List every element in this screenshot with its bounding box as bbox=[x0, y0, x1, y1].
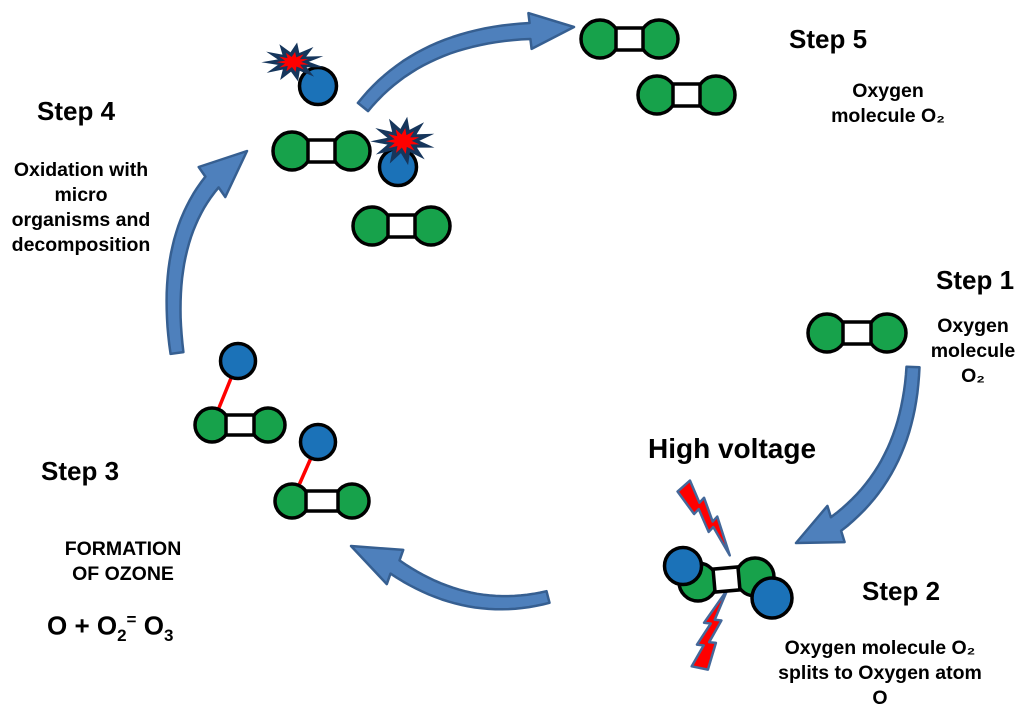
oxygen-atom bbox=[662, 545, 704, 587]
step5-description: Oxygen molecule O₂ bbox=[831, 80, 945, 127]
step2-title: Step 2 bbox=[862, 576, 941, 606]
oxygen-atom bbox=[638, 18, 680, 60]
arrow-step1-to-step2-icon bbox=[794, 365, 921, 545]
oxygen-atom bbox=[218, 341, 258, 381]
equation-equals: = bbox=[126, 610, 137, 629]
ozone-molecule bbox=[273, 422, 371, 520]
oxygen-atom-with-spark bbox=[261, 42, 339, 107]
step1-title: Step 1 bbox=[936, 265, 1015, 295]
arrow-step2-to-step3-icon bbox=[349, 544, 551, 611]
high-voltage-label: High voltage bbox=[648, 433, 817, 464]
oxygen-molecule bbox=[636, 74, 737, 116]
equation-subscript: 3 bbox=[163, 625, 174, 645]
oxygen-molecule bbox=[806, 312, 908, 354]
equation-subscript: 2 bbox=[117, 625, 127, 645]
oxygen-atom bbox=[333, 482, 371, 520]
oxygen-atom bbox=[806, 312, 848, 354]
oxygen-atom bbox=[330, 130, 372, 172]
oxygen-atom bbox=[410, 205, 452, 247]
oxygen-molecule bbox=[271, 130, 372, 172]
oxygen-atom bbox=[271, 130, 313, 172]
equation-part: O bbox=[136, 610, 164, 641]
arrow-step4-to-step5-icon bbox=[356, 11, 576, 113]
ozone-equation: O + O2= O3 bbox=[47, 610, 173, 646]
oxygen-atom bbox=[297, 65, 339, 107]
oxygen-atom bbox=[273, 482, 311, 520]
high-voltage-lightning bbox=[676, 479, 731, 671]
oxygen-atom bbox=[750, 576, 794, 620]
molecule-bond bbox=[224, 413, 256, 437]
step1-description: Oxygen molecule O₂ bbox=[930, 315, 1016, 387]
oxygen-atom bbox=[636, 74, 678, 116]
step3-subtitle: FORMATION OF OZONE bbox=[64, 538, 182, 585]
spark-burst-icon bbox=[261, 42, 324, 82]
oxygen-atom bbox=[298, 422, 338, 462]
oxygen-atom-with-spark bbox=[370, 116, 435, 188]
ozone-molecule bbox=[193, 341, 287, 444]
molecule-bond bbox=[711, 565, 742, 594]
molecule-bond bbox=[671, 82, 702, 108]
lightning-bolt-icon bbox=[676, 479, 731, 557]
oxygen-atom bbox=[579, 18, 621, 60]
cycle-arrows bbox=[165, 11, 921, 611]
equation-part: O + O bbox=[47, 610, 118, 641]
molecule-bond bbox=[306, 138, 337, 164]
oxygen-molecule bbox=[351, 205, 452, 247]
molecule-bond bbox=[614, 26, 645, 52]
step4-description: Oxidation with micro organisms and decom… bbox=[11, 159, 151, 256]
lightning-bolt-icon bbox=[690, 588, 729, 671]
oxygen-atom bbox=[193, 406, 231, 444]
molecule-bond bbox=[304, 489, 340, 513]
molecule-bond bbox=[386, 213, 417, 239]
step4-title: Step 4 bbox=[37, 96, 116, 126]
oxygen-atom bbox=[695, 74, 737, 116]
oxygen-atom bbox=[351, 205, 393, 247]
step2-description: Oxygen molecule O₂ splits to Oxygen atom… bbox=[778, 637, 982, 709]
oxygen-atom bbox=[866, 312, 908, 354]
split-oxygen-molecule bbox=[662, 545, 794, 620]
spark-burst-icon bbox=[370, 116, 435, 166]
step5-title: Step 5 bbox=[789, 24, 868, 54]
arrow-step3-to-step4-icon bbox=[165, 149, 249, 356]
oxygen-atom bbox=[249, 406, 287, 444]
oxygen-molecule bbox=[579, 18, 680, 60]
step3-title: Step 3 bbox=[41, 456, 120, 486]
molecule-bond bbox=[841, 320, 873, 346]
